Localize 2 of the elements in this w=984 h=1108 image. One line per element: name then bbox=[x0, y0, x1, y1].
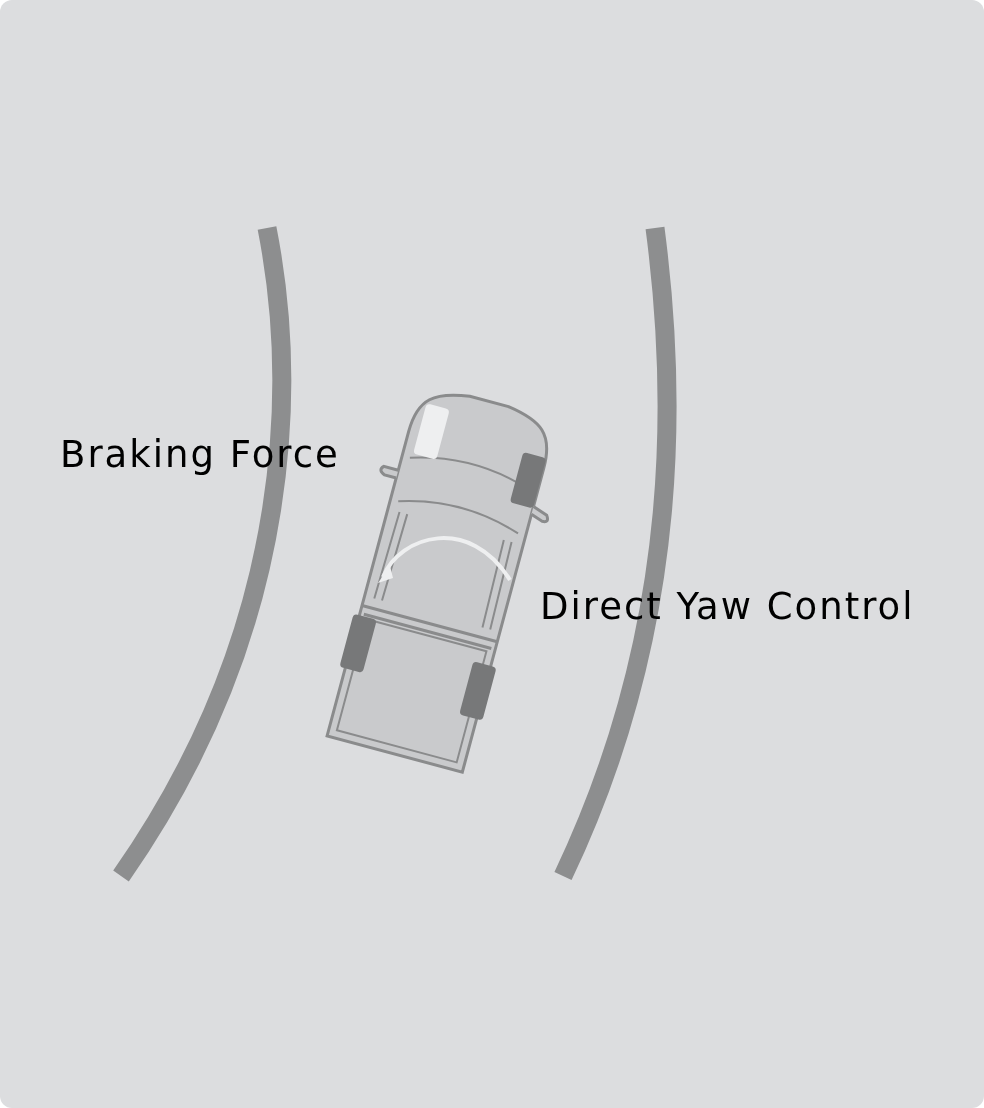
force-label: Braking Force bbox=[60, 436, 340, 473]
force-label: Direct Yaw Control bbox=[540, 588, 915, 625]
